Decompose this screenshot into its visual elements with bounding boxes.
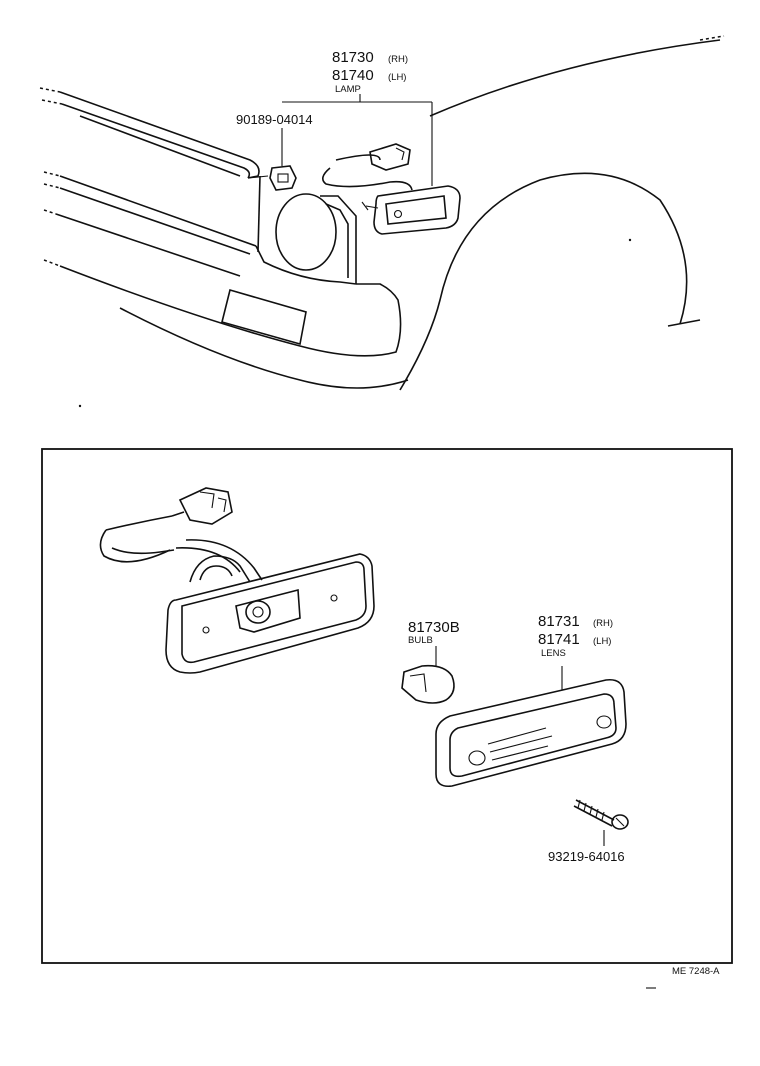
lamp-part-lh: 81740	[332, 67, 374, 84]
bulb-name: BULB	[408, 635, 433, 646]
lamp-body-exploded	[99, 487, 375, 674]
detail-frame	[41, 448, 733, 964]
clip-part-number: 90189-04014	[236, 112, 313, 127]
lamp-callout	[282, 94, 432, 103]
lens-part	[435, 666, 627, 788]
lens-suffix-rh: (RH)	[593, 618, 613, 629]
bulb-part-number: 81730B	[408, 619, 460, 636]
clip-part	[269, 128, 297, 191]
vehicle-front-corner	[39, 35, 725, 408]
diagram-code: ME 7248-A	[672, 966, 720, 977]
screw-part	[573, 799, 629, 846]
lens-suffix-lh: (LH)	[593, 636, 611, 647]
screw-part-number: 93219-64016	[548, 849, 625, 864]
lamp-suffix-rh: (RH)	[388, 54, 408, 65]
lamp-part-rh: 81730	[332, 49, 374, 66]
lens-part-lh: 81741	[538, 631, 580, 648]
lens-name: LENS	[541, 648, 566, 659]
lamp-suffix-lh: (LH)	[388, 72, 406, 83]
lamp-assembly-installed	[322, 102, 461, 235]
lamp-name: LAMP	[335, 84, 361, 95]
bulb-part	[401, 646, 455, 704]
lens-part-rh: 81731	[538, 613, 580, 630]
